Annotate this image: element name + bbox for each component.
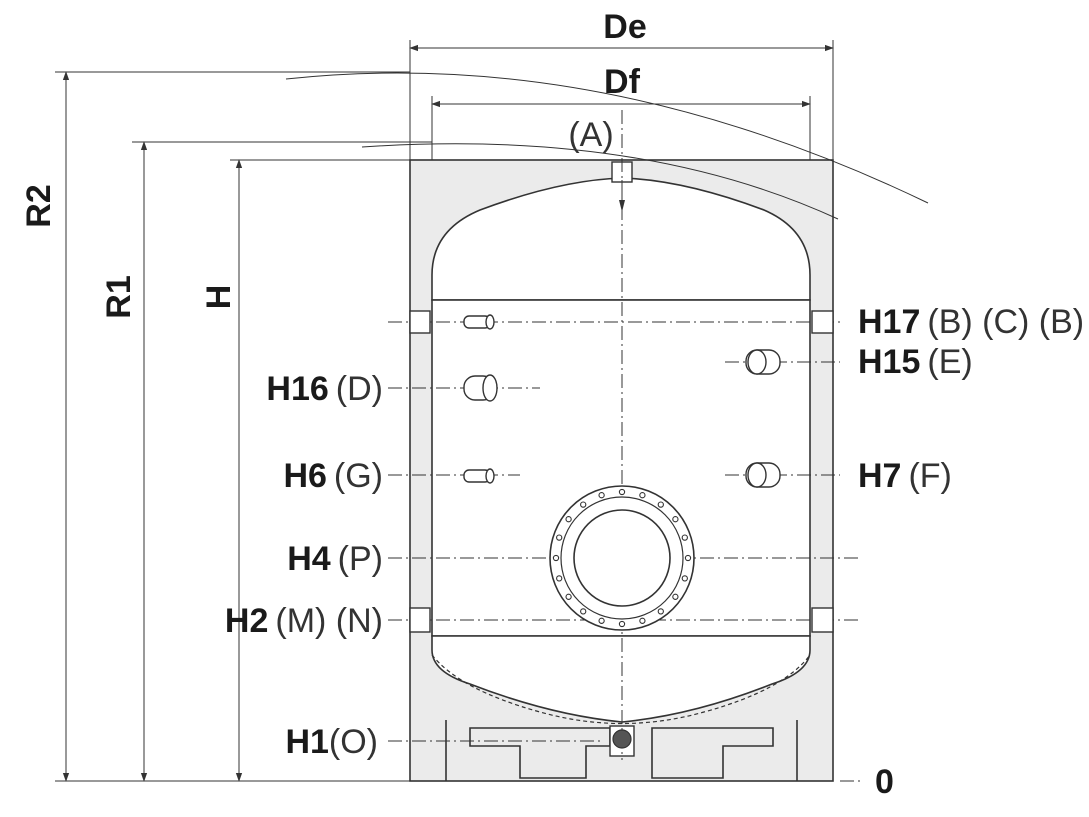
flange-bolt-hole	[618, 620, 626, 628]
label-h4-code: H4	[287, 540, 331, 578]
label-h2-letters: (M) (N)	[275, 602, 383, 640]
label-h15: H15(E)	[858, 343, 973, 381]
label-h6: H6(G)	[283, 457, 383, 495]
tilt-arc-r1	[361, 143, 839, 220]
flange-bolt-hole	[556, 534, 563, 541]
label-h7: H7(F)	[858, 457, 952, 495]
label-h1: H1(O)	[285, 723, 378, 761]
label-h7-code: H7	[858, 457, 901, 495]
flange-bolt-hole	[681, 575, 688, 582]
label-h17-letters: (B) (C) (B)	[927, 303, 1084, 341]
flange-bolt-hole	[565, 516, 572, 523]
tilt-arc-r2	[285, 72, 929, 204]
label-h4: H4(P)	[287, 540, 383, 578]
label-h16: H16(D)	[266, 370, 383, 408]
tank-vessel	[431, 177, 811, 725]
flange-bolt-hole	[556, 575, 563, 582]
drain-h1	[612, 729, 632, 749]
flange-bolt-hole	[618, 488, 626, 496]
pipe-h17-front	[463, 314, 495, 330]
flange-bolt-hole	[598, 617, 605, 624]
label-h7-letters: (F)	[908, 457, 951, 495]
label-h4-letters: (P)	[338, 540, 383, 578]
flange-bolt-hole	[639, 617, 646, 624]
dimension-df-label: Df	[604, 63, 641, 101]
label-h16-code: H16	[266, 370, 328, 408]
flange-bolt-hole	[684, 554, 692, 562]
nozzle-h17-left	[409, 310, 431, 334]
pipe-h6-front	[463, 468, 495, 484]
pipe-h7-front	[745, 462, 781, 488]
nozzle-h17-right	[811, 310, 834, 334]
label-h16-letters: (D)	[336, 370, 383, 408]
dimension-de-label: De	[603, 8, 646, 46]
label-h6-code: H6	[283, 457, 326, 495]
flange-bolt-hole	[672, 593, 679, 600]
dimension-h-label: H	[200, 285, 238, 310]
dimension-zero-label: 0	[875, 763, 894, 801]
flange-bolt-hole	[672, 516, 679, 523]
label-h1-letters: (O)	[329, 723, 378, 761]
label-h15-letters: (E)	[927, 343, 972, 381]
nozzle-h2-right	[811, 607, 834, 633]
pipe-h15-front	[745, 349, 781, 375]
dimension-lines	[55, 40, 834, 782]
flange-bolt-hole	[565, 593, 572, 600]
label-h17: H17(B) (C) (B)	[858, 303, 1084, 341]
label-h1-code: H1	[285, 723, 328, 761]
flange-bolt-hole	[657, 608, 664, 615]
flange-bolt-hole	[580, 501, 587, 508]
label-h2-code: H2	[225, 602, 268, 640]
flange-bolt-hole	[598, 492, 605, 499]
label-h2: H2(M) (N)	[225, 602, 383, 640]
label-h15-code: H15	[858, 343, 920, 381]
label-h17-code: H17	[858, 303, 920, 341]
dimension-r2-label: R2	[20, 184, 58, 227]
pipe-h16-front	[463, 374, 498, 402]
flange-bolt-hole	[552, 554, 560, 562]
flange-bolt-hole	[639, 492, 646, 499]
dimension-r1-label: R1	[100, 275, 138, 318]
manhole-flange	[549, 485, 695, 631]
flange-bolt-hole	[657, 501, 664, 508]
top-connection-label: (A)	[568, 116, 613, 154]
flange-bolt-hole	[580, 608, 587, 615]
flange-bolts	[552, 488, 692, 628]
label-h6-letters: (G)	[334, 457, 383, 495]
nozzle-h2-left	[409, 607, 431, 633]
flange-bolt-hole	[681, 534, 688, 541]
